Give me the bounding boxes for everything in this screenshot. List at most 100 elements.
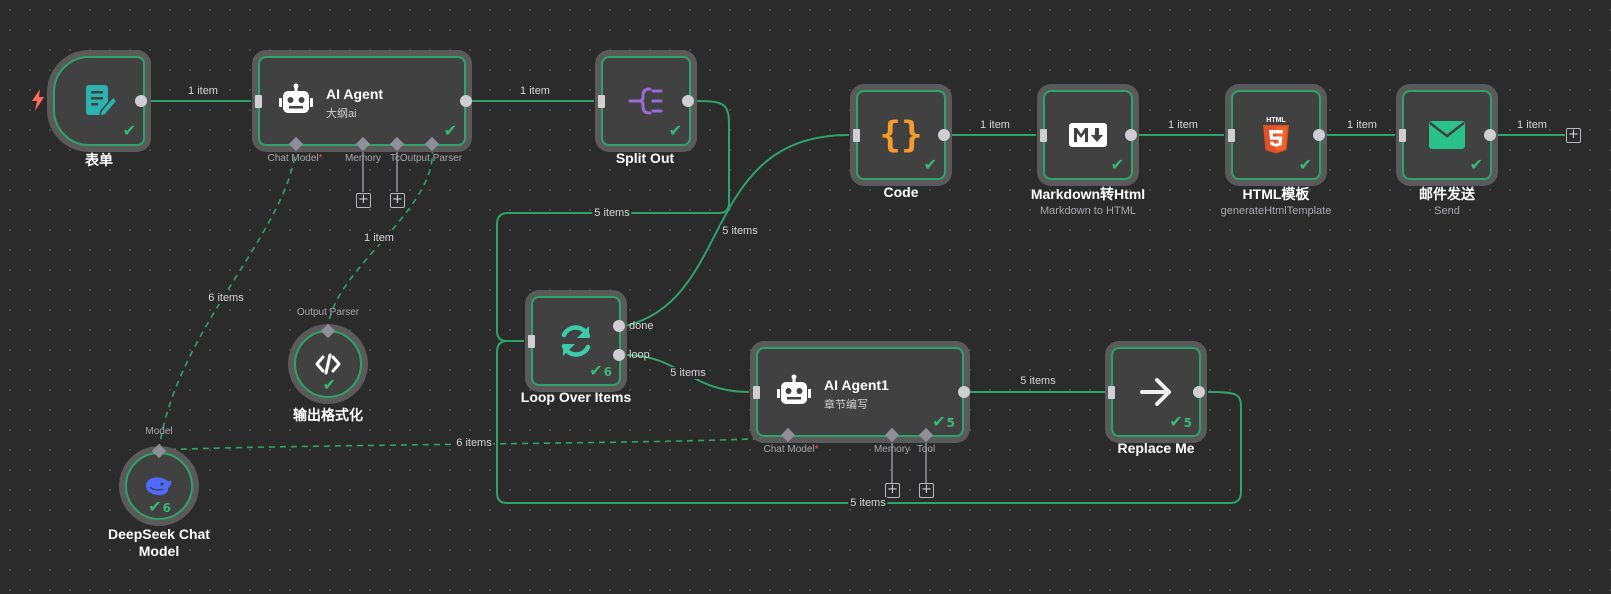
edge-label: 1 item bbox=[518, 85, 552, 97]
loop-input-handle[interactable] bbox=[528, 335, 535, 348]
add-tool-button[interactable]: + bbox=[390, 193, 405, 208]
chat-model-handle-label: Chat Model* bbox=[267, 153, 323, 164]
edge-label: 5 items bbox=[592, 207, 632, 219]
output-parser-title: 输出格式化 bbox=[293, 407, 363, 423]
edge-label: 6 items bbox=[454, 437, 494, 449]
success-check-icon: ✔ bbox=[1469, 155, 1483, 174]
ai-agent1-title: AI Agent1 bbox=[824, 377, 889, 393]
ai-agent1-subtitle: 章节编写 bbox=[824, 399, 868, 411]
edge-label: 1 item bbox=[186, 85, 220, 97]
html-template-output-handle[interactable] bbox=[1313, 129, 1325, 141]
deepseek-title: DeepSeek Chat Model bbox=[108, 526, 210, 559]
markdown-input-handle[interactable] bbox=[1040, 129, 1047, 142]
tool-handle-label: Tool bbox=[916, 444, 936, 455]
svg-text:HTML: HTML bbox=[1266, 117, 1286, 124]
success-check-icon: ✔ bbox=[122, 121, 136, 140]
html-template-node[interactable]: HTML ✔ bbox=[1231, 90, 1321, 180]
code-icon bbox=[315, 353, 341, 375]
robot-icon bbox=[777, 374, 811, 404]
success-check-icon: ✔ bbox=[1298, 155, 1312, 174]
edge-label: 1 item bbox=[362, 232, 396, 244]
output-parser-node[interactable]: ✔ bbox=[294, 330, 362, 398]
replace-me-input-handle[interactable] bbox=[1108, 386, 1115, 399]
email-title: 邮件发送 bbox=[1419, 186, 1475, 202]
email-output-handle[interactable] bbox=[1484, 129, 1496, 141]
braces-icon: {} bbox=[879, 114, 923, 156]
loop-done-label: done bbox=[629, 320, 654, 332]
ai-agent-output-handle[interactable] bbox=[460, 95, 472, 107]
ai-agent1-input-handle[interactable] bbox=[753, 386, 760, 399]
edge-label: 1 item bbox=[1515, 119, 1549, 131]
loop-title: Loop Over Items bbox=[520, 389, 632, 405]
chat-model-handle-label: Chat Model* bbox=[763, 444, 819, 455]
edge-label: 5 items bbox=[668, 367, 708, 379]
ai-agent1-output-handle[interactable] bbox=[958, 386, 970, 398]
loop-done-handle[interactable] bbox=[613, 320, 625, 332]
markdown-title: Markdown转Html bbox=[1030, 186, 1146, 202]
add-next-node-button[interactable]: + bbox=[1566, 128, 1581, 143]
markdown-icon bbox=[1069, 123, 1107, 147]
loop-node[interactable]: ✔6 bbox=[531, 296, 621, 386]
split-out-node[interactable]: ✔ bbox=[601, 56, 691, 146]
code-title: Code bbox=[883, 184, 919, 200]
lightning-bolt-icon bbox=[32, 89, 44, 111]
split-out-output-handle[interactable] bbox=[682, 95, 694, 107]
split-icon bbox=[628, 87, 663, 115]
replace-me-output-handle[interactable] bbox=[1193, 386, 1205, 398]
success-count-badge: ✔6 bbox=[589, 361, 612, 380]
edge-label: 5 items bbox=[720, 225, 760, 237]
replace-me-node[interactable]: ✔5 bbox=[1111, 347, 1201, 437]
form-node[interactable]: ✔ bbox=[53, 56, 145, 146]
markdown-output-handle[interactable] bbox=[1125, 129, 1137, 141]
edge-label: 6 items bbox=[206, 292, 246, 304]
refresh-icon bbox=[561, 325, 591, 357]
output-parser-type-label: Output Parser bbox=[296, 307, 360, 318]
success-check-icon: ✔ bbox=[322, 375, 336, 394]
tool-handle-label: Tc bbox=[390, 153, 400, 164]
success-check-icon: ✔ bbox=[1110, 155, 1124, 174]
markdown-node[interactable]: ✔ bbox=[1043, 90, 1133, 180]
deepseek-type-label: Model bbox=[145, 426, 173, 437]
email-input-handle[interactable] bbox=[1399, 129, 1406, 142]
edge-label: 1 item bbox=[978, 119, 1012, 131]
arrow-right-icon bbox=[1140, 378, 1171, 406]
success-check-icon: ✔ bbox=[668, 121, 682, 140]
success-count-badge: ✔5 bbox=[1169, 412, 1192, 431]
html-template-title: HTML模板 bbox=[1242, 186, 1310, 202]
edge-label: 5 items bbox=[848, 497, 888, 509]
ai-agent-title: AI Agent bbox=[326, 86, 384, 102]
success-check-icon: ✔ bbox=[923, 155, 937, 174]
email-subtitle: Send bbox=[1434, 205, 1460, 217]
html-template-subtitle: generateHtmlTemplate bbox=[1220, 205, 1332, 217]
success-count-badge: ✔6 bbox=[148, 497, 171, 516]
ai-agent-subtitle: 大纲ai bbox=[326, 108, 357, 120]
ai-agent-node[interactable]: AI Agent 大纲ai ✔ bbox=[258, 56, 466, 146]
split-out-title: Split Out bbox=[615, 150, 675, 166]
loop-loop-handle[interactable] bbox=[613, 349, 625, 361]
ai-agent-input-handle[interactable] bbox=[255, 95, 262, 108]
success-count-badge: ✔5 bbox=[932, 412, 955, 431]
edge-label: 5 items bbox=[1018, 375, 1058, 387]
output-parser-handle-label: Output Parser bbox=[399, 153, 463, 164]
success-check-icon: ✔ bbox=[443, 121, 457, 140]
deepseek-whale-icon bbox=[146, 477, 172, 496]
envelope-icon bbox=[1429, 121, 1465, 149]
add-memory-button[interactable]: + bbox=[885, 483, 900, 498]
add-memory-button[interactable]: + bbox=[356, 193, 371, 208]
form-output-handle[interactable] bbox=[135, 95, 147, 107]
add-tool-button[interactable]: + bbox=[919, 483, 934, 498]
memory-handle-label: Memory bbox=[873, 444, 911, 455]
edge-label: 1 item bbox=[1345, 119, 1379, 131]
replace-me-title: Replace Me bbox=[1117, 440, 1195, 456]
deepseek-node[interactable]: ✔6 bbox=[125, 452, 193, 520]
ai-agent1-node[interactable]: AI Agent1 章节编写 ✔5 bbox=[756, 347, 964, 437]
html-template-input-handle[interactable] bbox=[1228, 129, 1235, 142]
loop-loop-label: loop bbox=[629, 349, 650, 361]
code-input-handle[interactable] bbox=[853, 129, 860, 142]
html5-icon: HTML bbox=[1263, 117, 1289, 154]
markdown-subtitle: Markdown to HTML bbox=[1040, 205, 1136, 217]
code-output-handle[interactable] bbox=[938, 129, 950, 141]
split-out-input-handle[interactable] bbox=[598, 95, 605, 108]
code-node[interactable]: {} ✔ bbox=[856, 90, 946, 180]
email-node[interactable]: ✔ bbox=[1402, 90, 1492, 180]
